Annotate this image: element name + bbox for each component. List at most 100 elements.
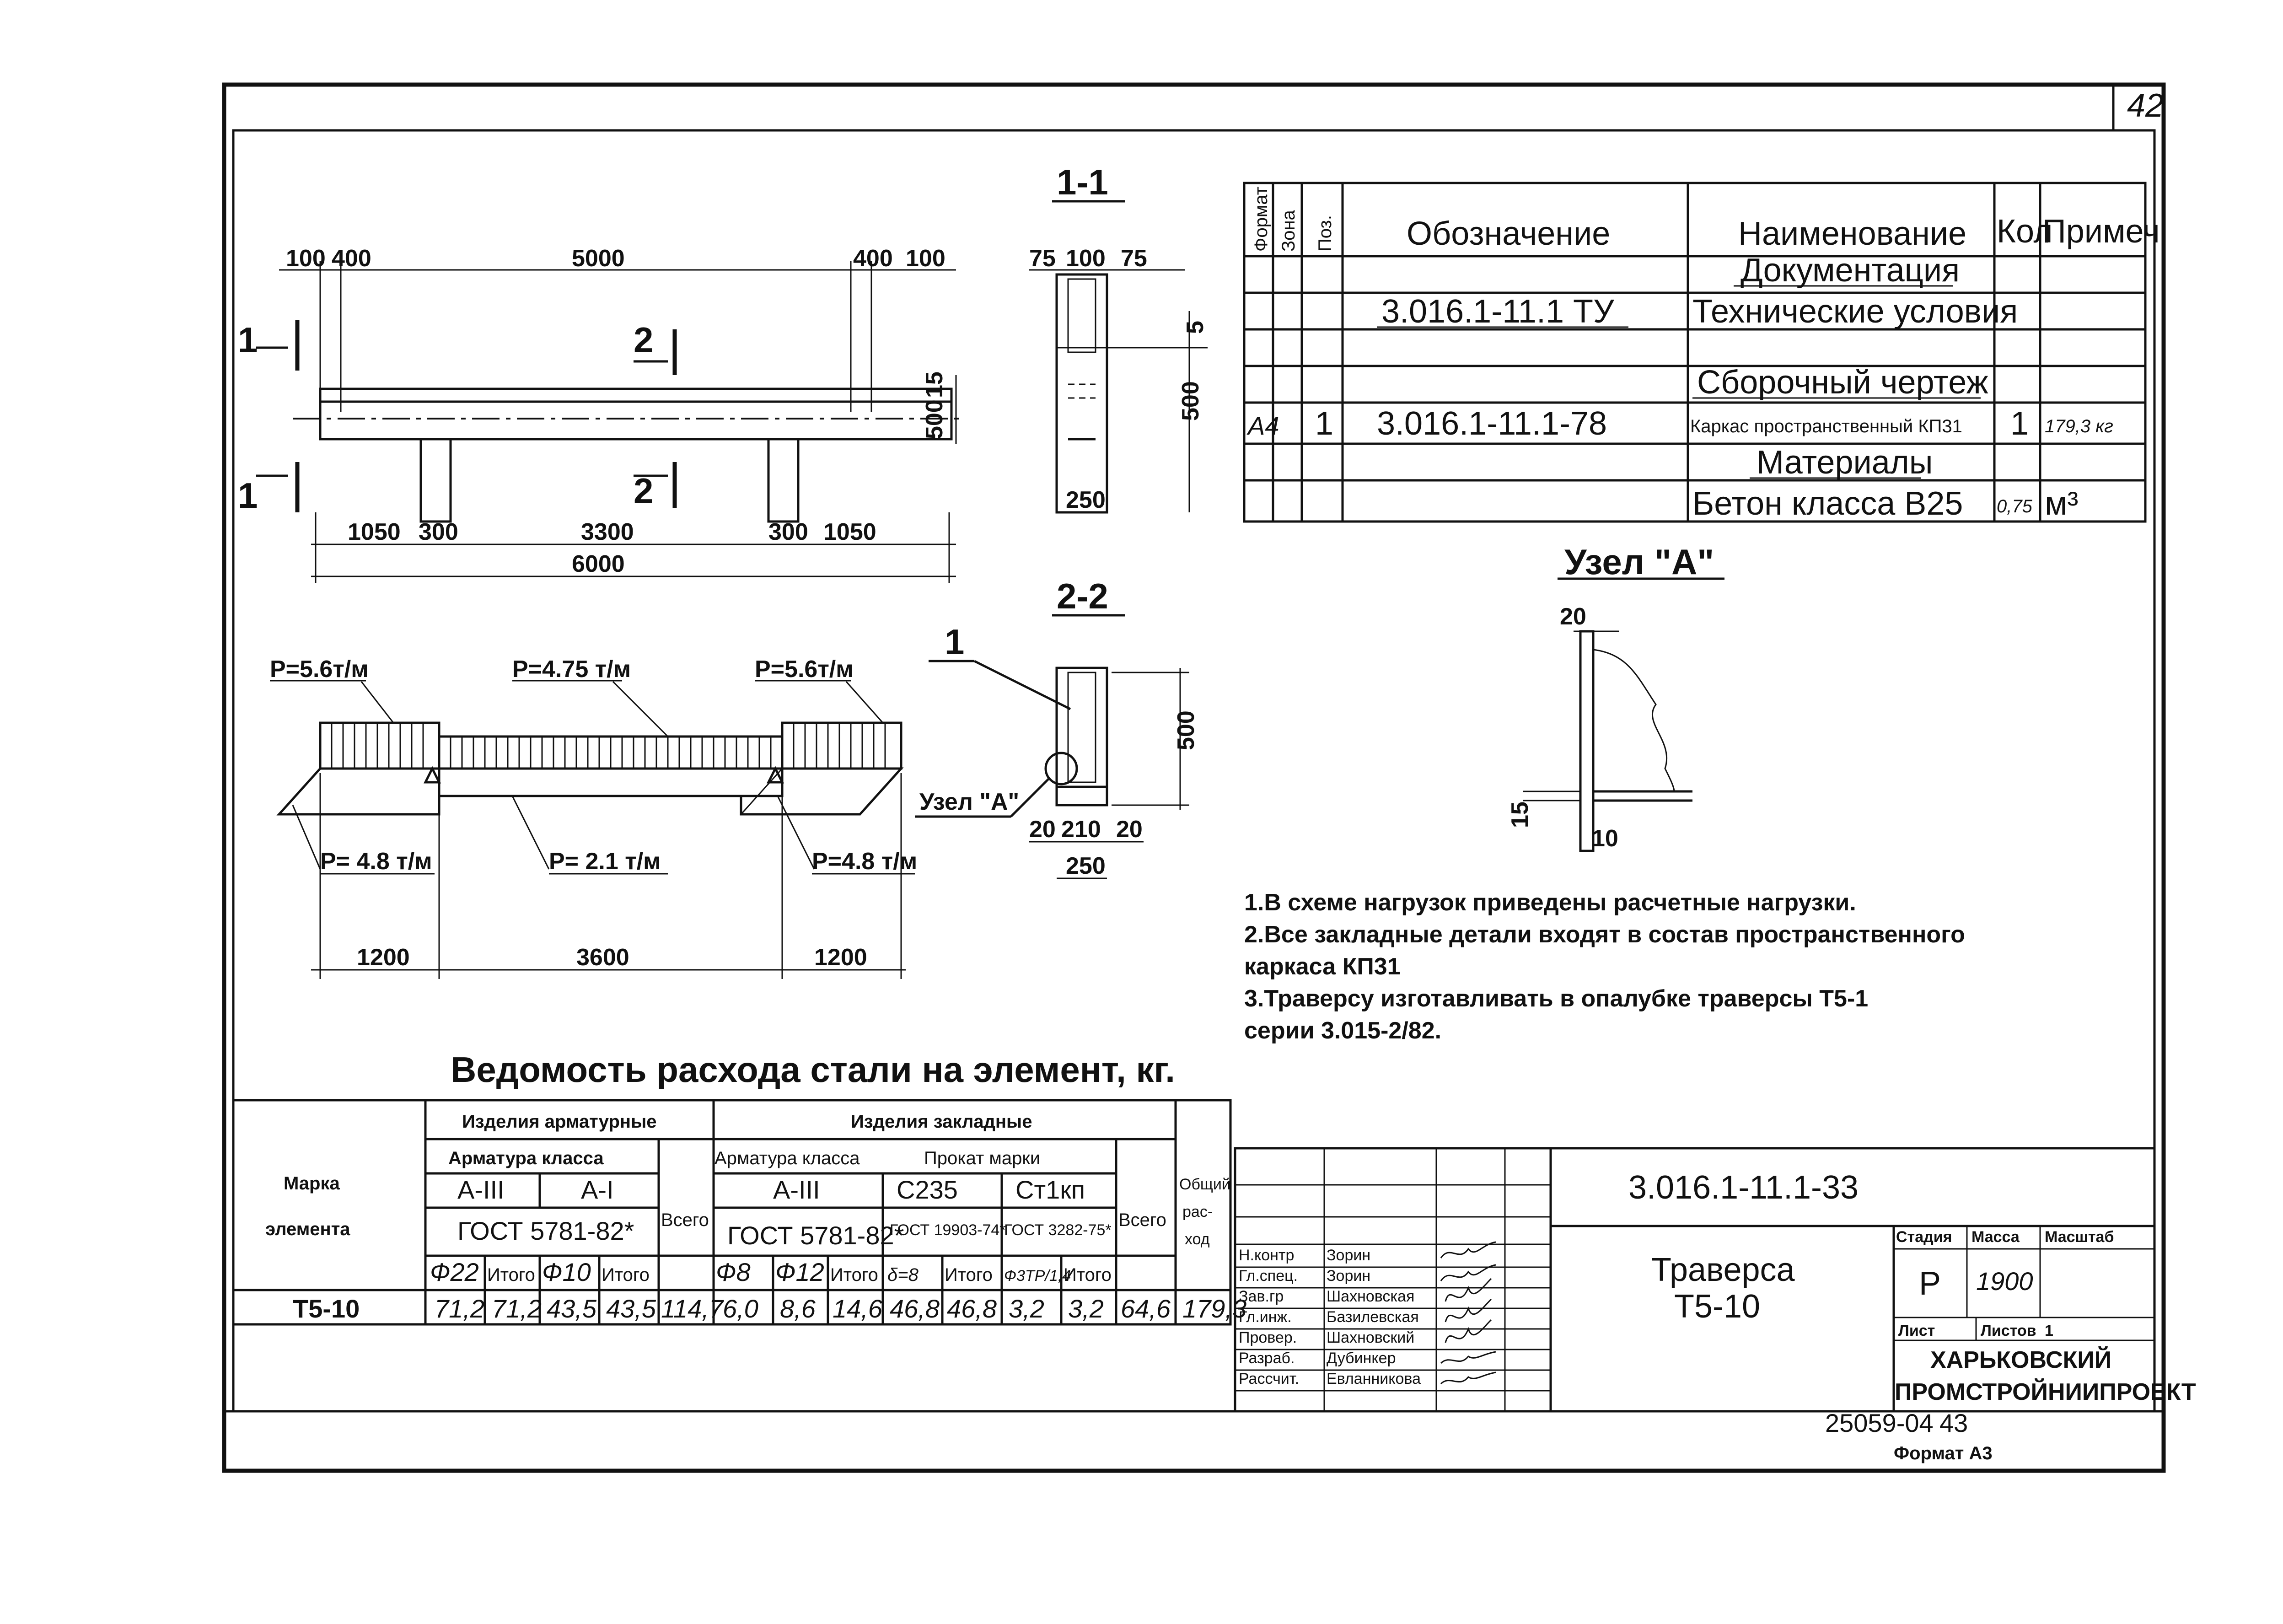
- svg-text:Примеч: Примеч: [2042, 213, 2160, 250]
- svg-text:1: 1: [2010, 405, 2029, 442]
- svg-text:Зорин: Зорин: [1327, 1267, 1370, 1285]
- svg-text:Провер.: Провер.: [1239, 1329, 1297, 1346]
- svg-text:1050: 1050: [823, 519, 876, 545]
- svg-text:0,75: 0,75: [1997, 496, 2033, 516]
- svg-text:210: 210: [1061, 816, 1101, 843]
- svg-text:3600: 3600: [576, 944, 629, 971]
- svg-text:элемента: элемента: [265, 1219, 350, 1239]
- svg-text:15: 15: [1507, 801, 1533, 828]
- svg-text:ГОСТ 5781-82*: ГОСТ 5781-82*: [727, 1221, 904, 1250]
- svg-text:250: 250: [1066, 487, 1106, 513]
- svg-text:P= 2.1 т/м: P= 2.1 т/м: [549, 848, 661, 875]
- svg-text:1: 1: [238, 320, 258, 360]
- svg-text:300: 300: [768, 519, 808, 545]
- svg-text:Шахновский: Шахновский: [1327, 1329, 1414, 1346]
- svg-text:100: 100: [906, 245, 945, 272]
- signature-mark: [1440, 1241, 1496, 1258]
- svg-text:Изделия арматурные: Изделия арматурные: [462, 1112, 657, 1132]
- steel-table-title: Ведомость расхода стали на элемент, кг.: [451, 1049, 1175, 1090]
- svg-text:P=4.8 т/м: P=4.8 т/м: [812, 848, 917, 875]
- svg-text:20: 20: [1116, 816, 1143, 843]
- svg-text:8,6: 8,6: [780, 1294, 816, 1323]
- svg-text:P=5.6т/м: P=5.6т/м: [755, 656, 854, 683]
- svg-text:400: 400: [853, 245, 893, 272]
- node-a-circle: [1044, 752, 1078, 785]
- svg-text:Материалы: Материалы: [1757, 444, 1933, 481]
- dim-total: 6000: [572, 551, 625, 577]
- svg-text:Рассчит.: Рассчит.: [1239, 1370, 1299, 1387]
- node-a-title: Узел "А": [1564, 542, 1714, 582]
- svg-text:3.Траверсу изготавливать в опа: 3.Траверсу изготавливать в опалубке трав…: [1244, 985, 1868, 1012]
- svg-text:300: 300: [419, 519, 458, 545]
- svg-text:2: 2: [634, 471, 653, 511]
- svg-text:Ф3ТР/1,4: Ф3ТР/1,4: [1004, 1267, 1071, 1285]
- svg-text:Зав.гр: Зав.гр: [1239, 1288, 1284, 1305]
- svg-text:15: 15: [921, 371, 948, 398]
- signature-mark: [1445, 1298, 1492, 1323]
- section-2-2-title: 2-2: [1057, 576, 1108, 616]
- svg-text:А-III: А-III: [457, 1175, 505, 1204]
- svg-text:71,2: 71,2: [435, 1294, 484, 1323]
- svg-text:Документация: Документация: [1740, 252, 1960, 289]
- svg-text:ГОСТ 5781-82*: ГОСТ 5781-82*: [457, 1216, 634, 1245]
- svg-text:Листов: Листов: [1981, 1322, 2036, 1339]
- svg-text:Обозначение: Обозначение: [1407, 215, 1610, 252]
- svg-text:Траверса: Траверса: [1651, 1252, 1795, 1288]
- svg-text:400: 400: [332, 245, 371, 272]
- svg-text:46,8: 46,8: [947, 1294, 997, 1323]
- section-2-2: 500 20 210 20 250 1 Узел "А": [915, 622, 1199, 879]
- svg-text:1050: 1050: [348, 519, 401, 545]
- svg-text:Изделия закладные: Изделия закладные: [851, 1112, 1032, 1132]
- svg-text:500: 500: [1177, 381, 1204, 421]
- svg-text:1900: 1900: [1976, 1267, 2033, 1296]
- svg-text:Общий: Общий: [1179, 1176, 1230, 1193]
- svg-text:Лист: Лист: [1898, 1322, 1935, 1339]
- svg-text:Итого: Итого: [1064, 1265, 1112, 1285]
- document-code: 3.016.1-11.1-33: [1628, 1169, 1859, 1206]
- svg-text:Прокат марки: Прокат марки: [924, 1148, 1040, 1168]
- svg-text:ход: ход: [1185, 1231, 1210, 1248]
- svg-text:100: 100: [1066, 245, 1106, 272]
- svg-text:рас-: рас-: [1182, 1203, 1213, 1221]
- svg-text:100: 100: [286, 245, 326, 272]
- svg-text:1.В схеме нагрузок приведены р: 1.В схеме нагрузок приведены расчетные н…: [1244, 889, 1856, 916]
- svg-text:каркаса КП31: каркаса КП31: [1244, 953, 1401, 980]
- svg-text:75: 75: [1029, 245, 1056, 272]
- svg-text:3,2: 3,2: [1009, 1294, 1044, 1323]
- svg-text:3,2: 3,2: [1068, 1294, 1104, 1323]
- svg-text:64,6: 64,6: [1121, 1294, 1171, 1323]
- svg-text:Масштаб: Масштаб: [2045, 1228, 2114, 1246]
- svg-text:Наименование: Наименование: [1738, 215, 1966, 252]
- svg-text:м³: м³: [2045, 485, 2078, 522]
- svg-text:2: 2: [634, 320, 653, 360]
- svg-text:Итого: Итого: [945, 1265, 993, 1285]
- svg-text:Базилевская: Базилевская: [1327, 1308, 1419, 1326]
- signature-mark: [1440, 1371, 1496, 1385]
- notes: 1.В схеме нагрузок приведены расчетные н…: [1244, 889, 1965, 1044]
- signature-mark: [1445, 1319, 1492, 1343]
- page-number: 42: [2127, 87, 2164, 124]
- svg-text:Арматура класса: Арматура класса: [448, 1148, 604, 1168]
- svg-text:Ст1кп: Ст1кп: [1015, 1175, 1085, 1204]
- svg-text:ХАРЬКОВСКИЙ: ХАРЬКОВСКИЙ: [1930, 1346, 2111, 1373]
- node-a-detail: 20 15 10: [1507, 603, 1692, 852]
- signature-mark: [1440, 1264, 1496, 1281]
- svg-text:Технические условия: Технические условия: [1692, 293, 2018, 330]
- svg-text:Ф12: Ф12: [775, 1258, 824, 1286]
- svg-text:3300: 3300: [581, 519, 634, 545]
- svg-text:Шахновская: Шахновская: [1327, 1288, 1414, 1305]
- svg-text:δ=8: δ=8: [887, 1265, 919, 1285]
- svg-text:Формат А3: Формат А3: [1894, 1443, 1993, 1463]
- svg-text:14,6: 14,6: [833, 1294, 883, 1323]
- svg-text:Зона: Зона: [1278, 210, 1299, 252]
- svg-text:43,5: 43,5: [547, 1294, 597, 1323]
- svg-text:А-I: А-I: [581, 1175, 614, 1204]
- svg-text:С235: С235: [897, 1175, 958, 1204]
- beam-elevation: 100 400 5000 400 100 500 15 1 1 2 2 1: [238, 245, 965, 583]
- svg-text:А4: А4: [1246, 411, 1279, 440]
- svg-text:Итого: Итого: [830, 1265, 878, 1285]
- svg-text:ГОСТ 3282-75*: ГОСТ 3282-75*: [1004, 1221, 1112, 1239]
- svg-text:5000: 5000: [572, 245, 625, 272]
- svg-text:Р: Р: [1919, 1265, 1941, 1302]
